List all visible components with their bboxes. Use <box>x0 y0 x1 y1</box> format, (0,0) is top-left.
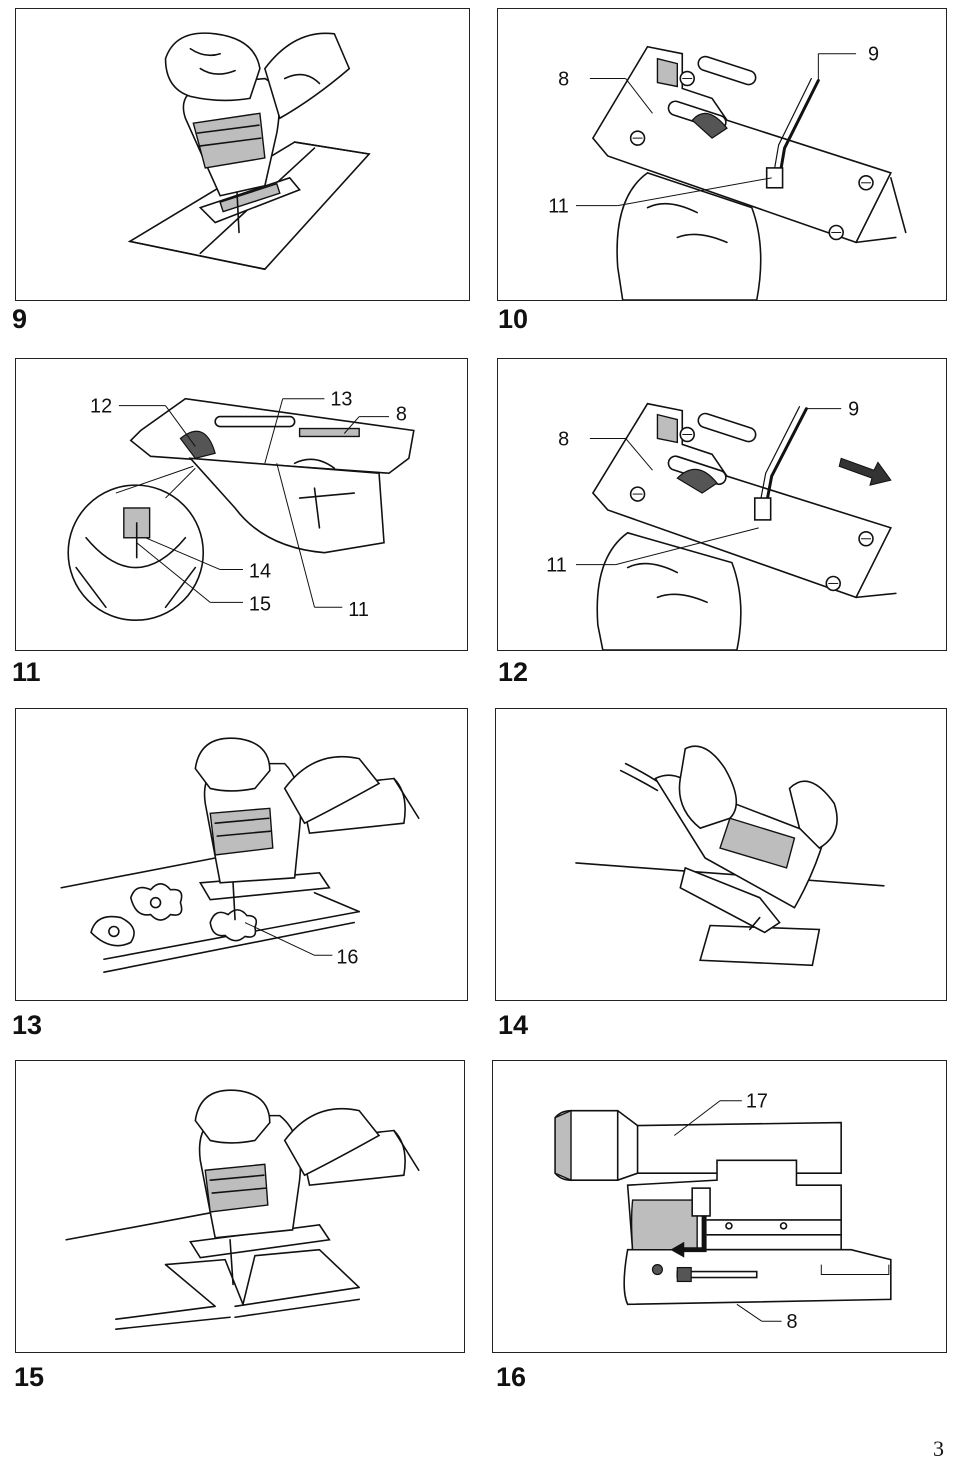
figure-14-number: 14 <box>498 1010 529 1040</box>
figure-11-callout-13: 13 <box>330 389 352 411</box>
page-number: 3 <box>933 1436 944 1461</box>
figure-11-callout-15: 15 <box>249 593 271 615</box>
figure-14-panel <box>495 708 947 1001</box>
figure-15-panel <box>15 1060 465 1353</box>
figure-11-panel: 12 13 8 14 15 11 <box>15 358 468 651</box>
figure-12-panel: 8 9 11 <box>497 358 947 651</box>
figure-10-callout-8: 8 <box>558 68 569 90</box>
figure-9-number: 9 <box>12 304 28 334</box>
figure-9-panel <box>15 8 470 301</box>
figure-15-number: 15 <box>14 1362 45 1392</box>
figure-10-callout-11: 11 <box>548 196 569 218</box>
figure-16-callout-17: 17 <box>746 1091 768 1113</box>
figure-14-illustration <box>575 745 885 967</box>
figure-9-illustration <box>127 32 371 271</box>
figure-16-callout-8: 8 <box>787 1311 798 1333</box>
figure-11-illustration: 12 13 8 14 15 11 <box>67 389 415 621</box>
figure-12-callout-11: 11 <box>546 555 567 577</box>
figure-13-panel: 16 <box>15 708 468 1001</box>
figure-15-illustration <box>65 1089 420 1330</box>
figure-16-illustration: 17 8 <box>554 1091 892 1333</box>
figure-10-illustration: 8 9 11 <box>548 44 907 300</box>
figure-12-callout-9: 9 <box>848 399 859 421</box>
figure-13-number: 13 <box>12 1010 43 1040</box>
figure-16-panel: 17 8 <box>492 1060 947 1353</box>
figure-13-callout-16: 16 <box>336 946 358 968</box>
figure-12-number: 12 <box>498 657 529 687</box>
figure-16-number: 16 <box>496 1362 527 1392</box>
figure-10-callout-9: 9 <box>868 44 879 66</box>
figure-11-callout-14: 14 <box>249 560 271 582</box>
figure-11-callout-8: 8 <box>396 404 407 426</box>
figure-11-number: 11 <box>12 657 41 687</box>
figure-10-number: 10 <box>498 304 529 334</box>
figure-12-illustration: 8 9 11 <box>546 399 897 650</box>
figure-13-illustration: 16 <box>60 737 420 973</box>
figure-11-callout-11: 11 <box>348 599 369 621</box>
figure-10-panel: 8 9 11 <box>497 8 947 301</box>
figure-11-callout-12: 12 <box>90 396 112 418</box>
figure-12-callout-8: 8 <box>558 428 569 450</box>
